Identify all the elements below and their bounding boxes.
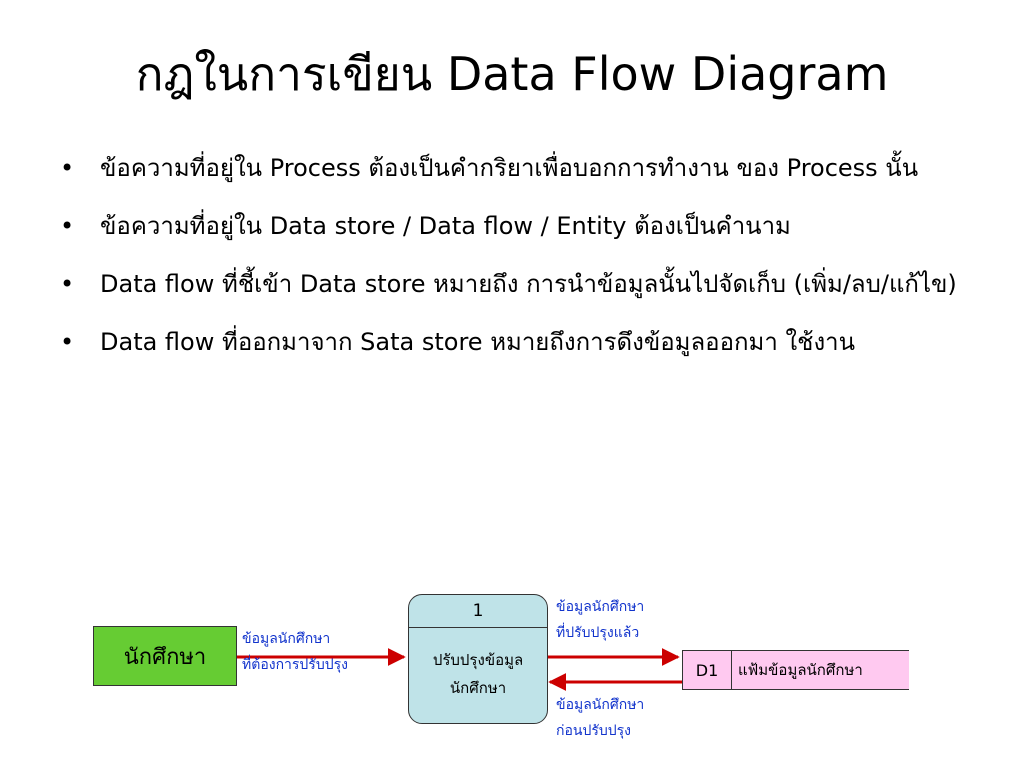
- slide-title: กฎในการเขียน Data Flow Diagram: [135, 47, 889, 101]
- flow-label-line: ข้อมูลนักศึกษา: [242, 631, 331, 647]
- process-name-line1: ปรับปรุงข้อมูล: [432, 651, 524, 669]
- process-name: ปรับปรุงข้อมูล นักศึกษา: [409, 628, 547, 702]
- bullet-dot: •: [60, 154, 75, 182]
- bullet-text: ข้อความที่อยู่ใน Data store / Data flow …: [100, 212, 791, 240]
- flow-label-entity-to-process: ข้อมูลนักศึกษา ที่ต้องการปรับปรุง: [242, 626, 348, 678]
- data-store-name: แฟ้มข้อมูลนักศึกษา: [738, 661, 863, 679]
- bullet-dot: •: [60, 270, 75, 298]
- data-store-student-file: D1 แฟ้มข้อมูลนักศึกษา: [682, 650, 909, 690]
- bullet-item: • Data flow ที่ออกมาจาก Sata store หมายถึ…: [60, 316, 960, 368]
- data-store-id: D1: [683, 651, 732, 689]
- flow-label-line: ข้อมูลนักศึกษา: [556, 599, 645, 615]
- flow-label-process-to-store: ข้อมูลนักศึกษา ที่ปรับปรุงแล้ว: [556, 594, 644, 646]
- bullet-text: Data flow ที่ชี้เข้า Data store หมายถึง …: [100, 270, 957, 298]
- bullet-text: ข้อความที่อยู่ใน Process ต้องเป็นคำกริยา…: [100, 154, 919, 182]
- bullet-text: Data flow ที่ออกมาจาก Sata store หมายถึง…: [100, 328, 856, 356]
- bullet-item: • Data flow ที่ชี้เข้า Data store หมายถึง…: [60, 258, 960, 310]
- process-id: 1: [409, 595, 547, 628]
- process-update-student: 1 ปรับปรุงข้อมูล นักศึกษา: [408, 594, 548, 724]
- bullet-item: • ข้อความที่อยู่ใน Process ต้องเป็นคำกริย…: [60, 142, 960, 194]
- bullet-dot: •: [60, 212, 75, 240]
- bullet-list: • ข้อความที่อยู่ใน Process ต้องเป็นคำกริย…: [60, 142, 960, 374]
- flow-label-line: ที่ต้องการปรับปรุง: [242, 657, 348, 673]
- flow-label-store-to-process: ข้อมูลนักศึกษา ก่อนปรับปรุง: [556, 692, 644, 744]
- flow-label-line: ก่อนปรับปรุง: [556, 723, 631, 739]
- bullet-item: • ข้อความที่อยู่ใน Data store / Data flow…: [60, 200, 960, 252]
- process-name-line2: นักศึกษา: [449, 679, 507, 697]
- bullet-dot: •: [60, 328, 75, 356]
- external-entity-student: นักศึกษา: [93, 626, 237, 686]
- flow-label-line: ที่ปรับปรุงแล้ว: [556, 625, 640, 641]
- flow-label-line: ข้อมูลนักศึกษา: [556, 697, 645, 713]
